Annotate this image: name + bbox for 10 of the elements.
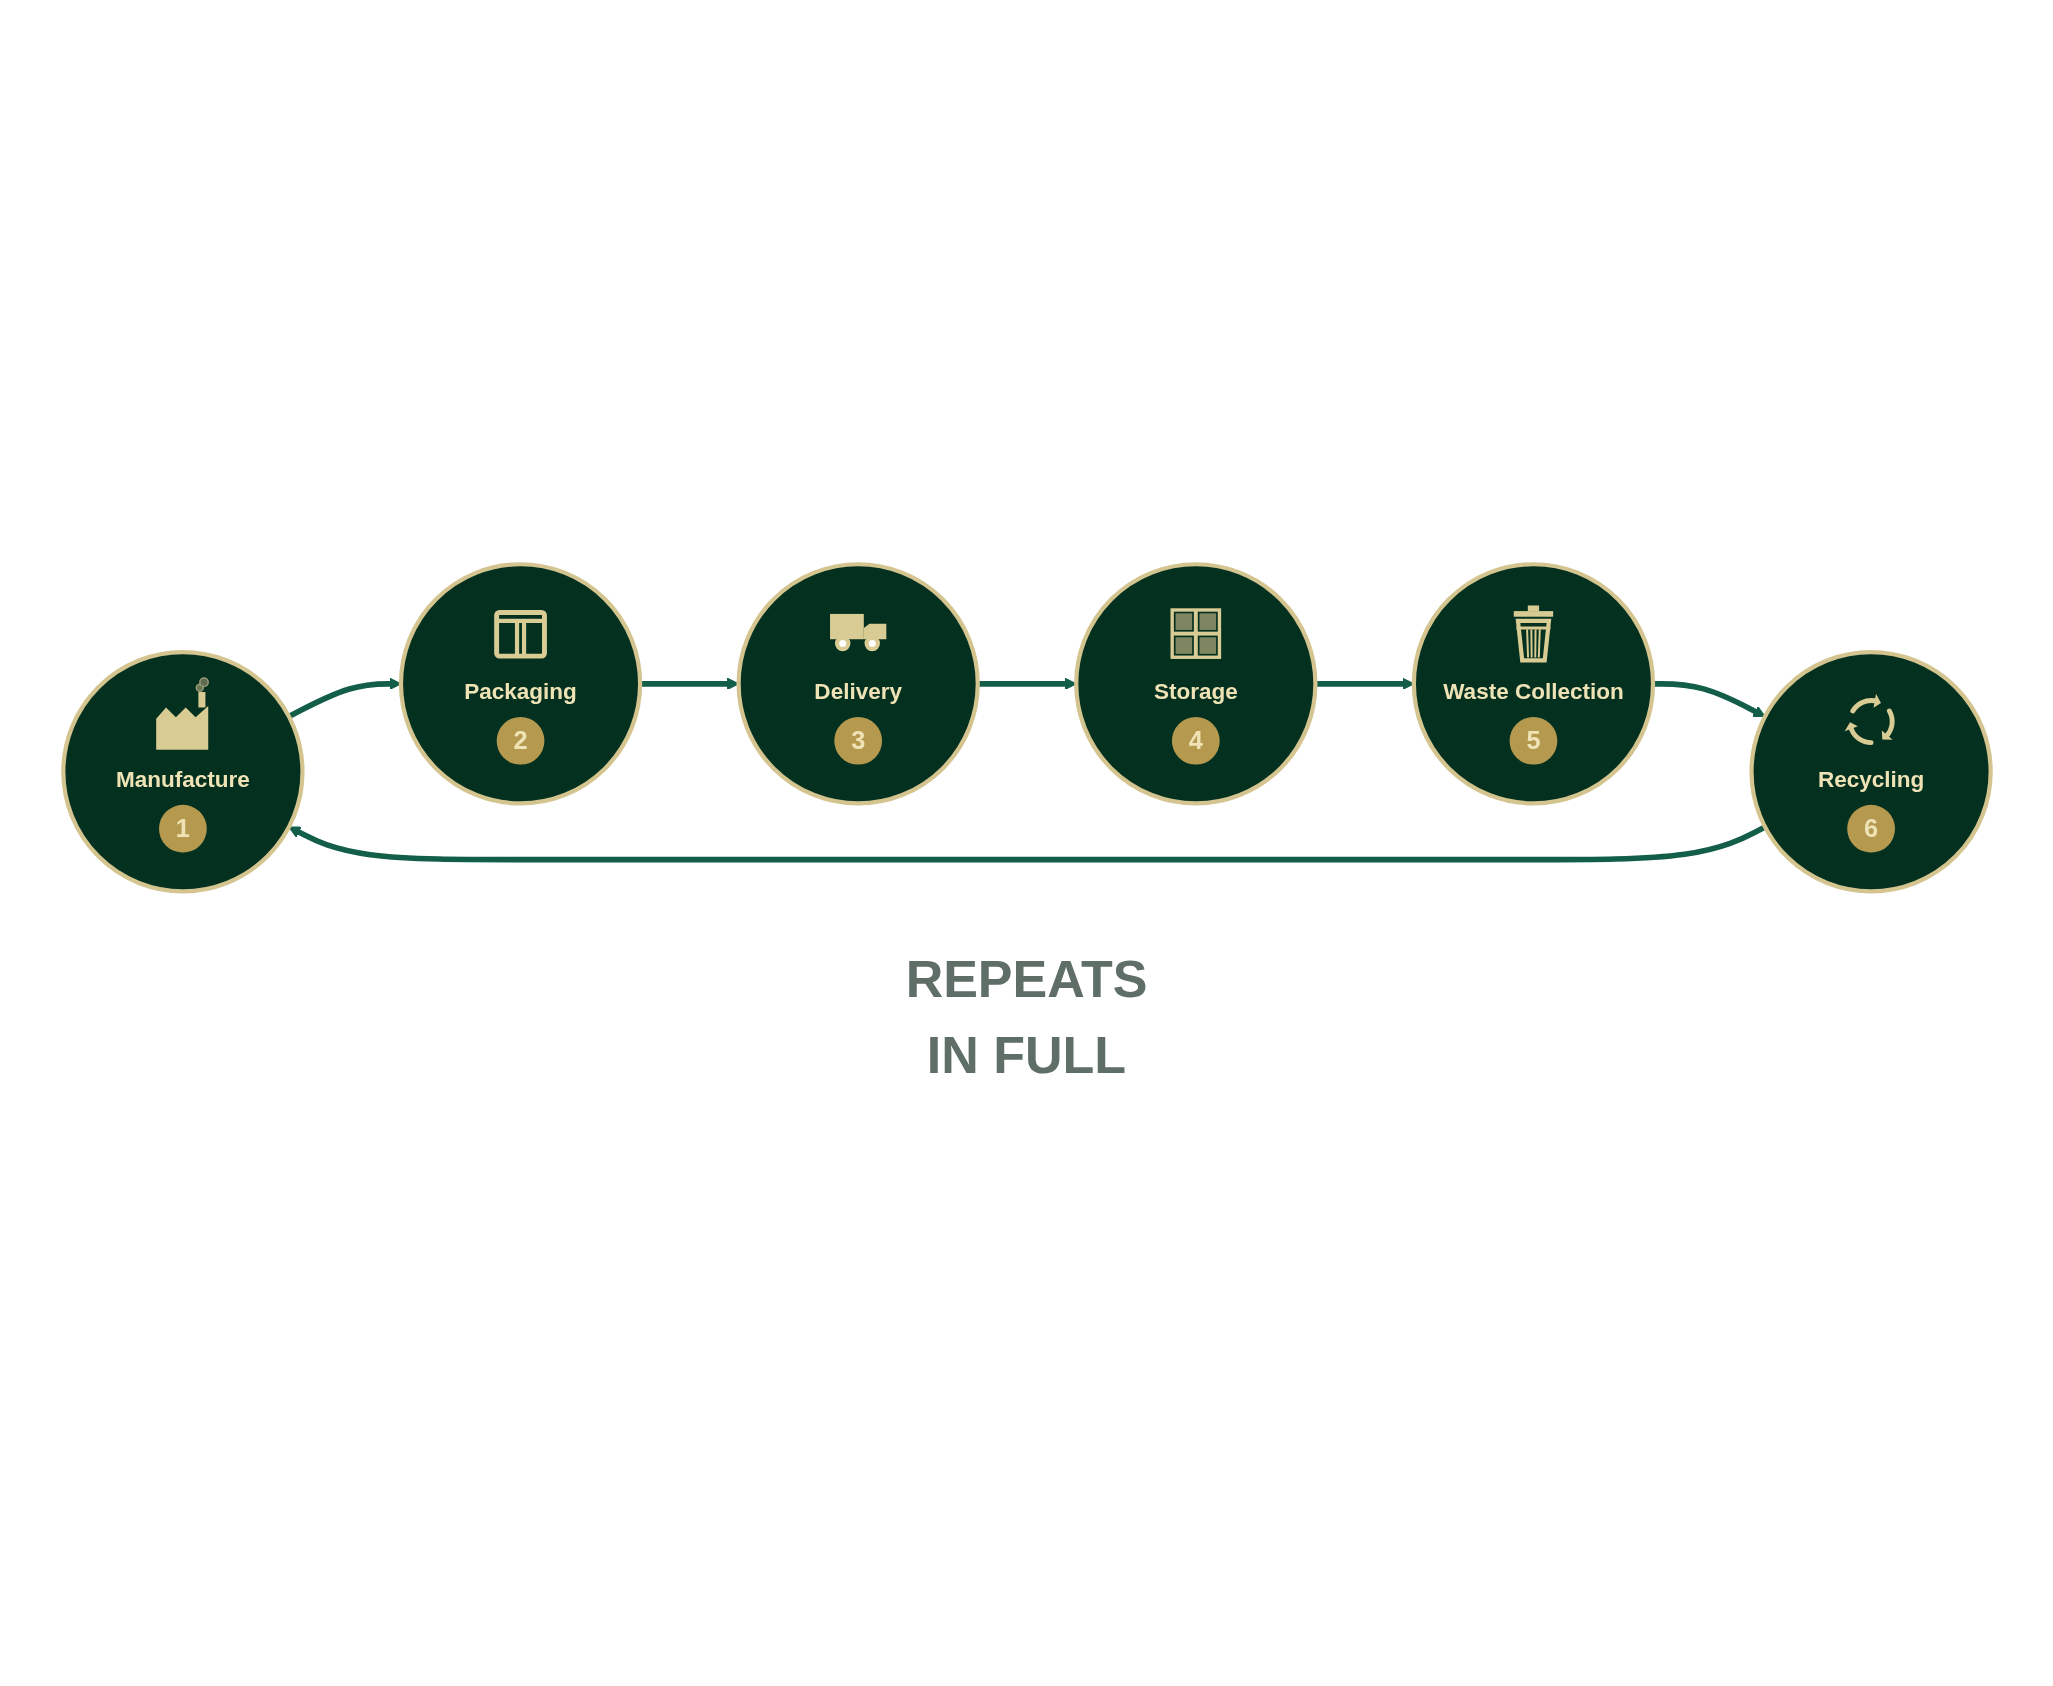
node-circle: Storage 4 — [1073, 561, 1317, 806]
arrow — [639, 677, 739, 690]
node-circle: Recycling 6 — [1748, 649, 1993, 894]
arrow — [1652, 680, 1766, 717]
arrow — [287, 824, 1766, 863]
node-circle: Packaging 2 — [398, 561, 642, 806]
node-circle: Waste Collection 5 — [1411, 561, 1655, 806]
center-note: REPEATS IN FULL — [904, 949, 1149, 1086]
node-circle: Delivery 3 — [736, 561, 980, 806]
node-circle: Manufacture 1 — [60, 649, 305, 894]
